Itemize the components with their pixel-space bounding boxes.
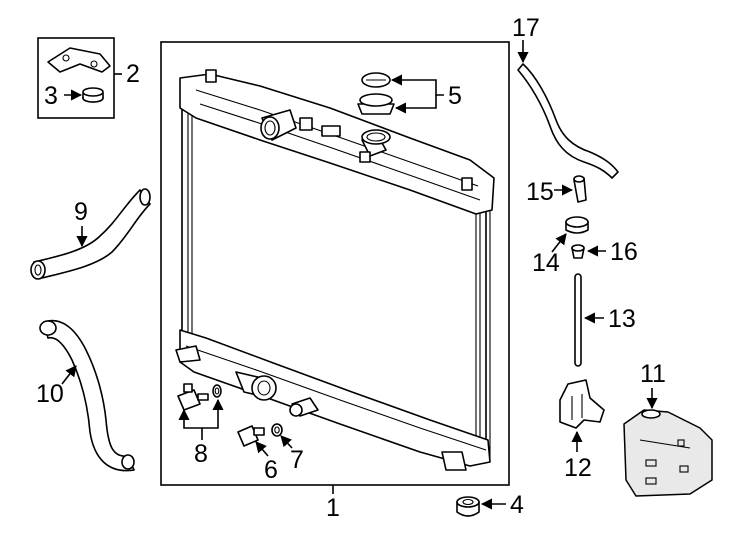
callout-11: 11 [640,360,666,388]
bracket-group-frame [37,37,115,119]
reserve-tank-bracket [559,379,605,429]
callout-2: 2 [126,60,140,88]
hose-joint [573,175,587,203]
callout-7: 7 [290,446,304,474]
radiator-bracket [47,47,111,73]
callout-13: 13 [608,305,636,333]
callout-15: 15 [526,178,554,206]
callout-16: 16 [610,238,638,266]
callout-3: 3 [44,82,58,110]
radiator-cap-upper [361,72,391,88]
callout-9: 9 [74,198,88,226]
callout-17: 17 [512,14,540,42]
callout-5: 5 [448,82,462,110]
tube-clip [571,244,585,259]
sensor-o-ring [212,384,222,398]
radiator-cushion [82,87,104,103]
leader-lines [61,40,658,510]
reserve-tank-hose [517,63,619,179]
drain-o-ring [271,423,283,437]
lower-cushion [456,496,480,517]
coolant-reserve-tank [623,409,713,497]
callout-4: 4 [510,491,524,519]
radiator-group-frame [160,41,510,486]
callout-6: 6 [264,456,278,484]
radiator-assembly [175,69,495,471]
callout-14: 14 [532,249,560,277]
overflow-tube [574,273,582,367]
callout-labels: 1 2 3 4 5 6 7 8 9 10 11 12 13 14 15 16 1… [36,14,666,522]
callout-12: 12 [564,454,592,482]
callout-8: 8 [194,440,208,468]
reserve-tank-cap [565,216,589,234]
callout-10: 10 [36,380,64,408]
lower-radiator-hose [39,319,135,472]
upper-radiator-hose [30,188,151,280]
callout-1: 1 [326,494,340,522]
drain-plug [237,425,265,447]
temperature-sensor [177,383,209,411]
radiator-cap-lower [357,93,395,115]
